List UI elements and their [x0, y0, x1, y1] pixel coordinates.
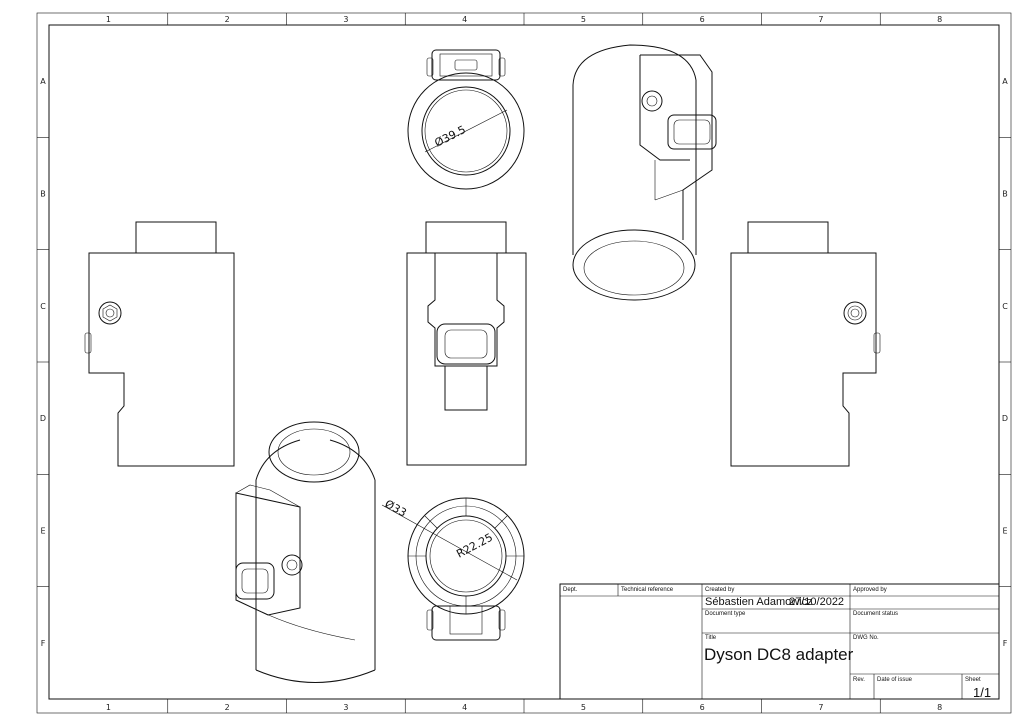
zone-col-label-bottom: 7 [818, 703, 823, 712]
title-label: Title [705, 635, 717, 641]
zone-col-label-top: 6 [700, 15, 705, 24]
zone-col-label-top: 4 [462, 15, 467, 24]
zone-col-label-top: 1 [106, 15, 111, 24]
zone-row-label-right: F [1003, 639, 1008, 648]
created-date-value: 27/10/2022 [789, 596, 845, 608]
zone-row-label-left: C [40, 302, 46, 311]
zone-row-label-left: A [40, 77, 46, 86]
zone-col-label-top: 7 [818, 15, 823, 24]
zone-col-label-bottom: 6 [700, 703, 705, 712]
dwg-no-label: DWG No. [853, 635, 879, 641]
right-view [730, 221, 881, 467]
iso-view-bottom [235, 421, 376, 683]
zone-col-label-bottom: 2 [225, 703, 230, 712]
document-type-label: Document type [705, 611, 746, 617]
zone-col-label-bottom: 3 [343, 703, 348, 712]
rev-label: Rev. [853, 677, 865, 683]
left-view [84, 221, 235, 467]
zone-col-label-top: 5 [581, 15, 586, 24]
sheet-value: 1/1 [973, 685, 992, 700]
zone-row-label-right: B [1002, 190, 1008, 199]
created-by-label: Created by [705, 587, 735, 593]
created-by-value: Sébastien Adamowicz [705, 596, 813, 608]
drawing-title: Dyson DC8 adapter [704, 645, 854, 664]
zone-row-label-left: D [40, 414, 46, 423]
zone-row-label-right: D [1002, 414, 1008, 423]
zone-col-label-top: 2 [225, 15, 230, 24]
zone-row-label-right: C [1002, 302, 1008, 311]
zone-col-label-top: 3 [343, 15, 348, 24]
top-diameter-label: Ø39.5 [432, 123, 467, 150]
document-status-label: Document status [853, 611, 899, 617]
front-view [406, 221, 527, 466]
technical-reference-label: Technical reference [621, 587, 674, 593]
outer-frame [36, 12, 1012, 714]
dept-label: Dept. [563, 587, 578, 593]
top-view: Ø39.5 [407, 49, 525, 190]
zone-col-label-bottom: 8 [937, 703, 942, 712]
title-block-grid [559, 583, 1000, 700]
zone-row-label-left: B [40, 190, 46, 199]
zone-row-label-right: A [1002, 77, 1008, 86]
zone-ticks [37, 13, 1011, 713]
approved-by-label: Approved by [853, 587, 887, 593]
zone-row-label-left: F [41, 639, 46, 648]
zone-row-label-right: E [1002, 527, 1007, 536]
zone-col-label-top: 8 [937, 15, 942, 24]
bottom-view: Ø33 R22.25 [381, 497, 525, 641]
sheet-label: Sheet [965, 677, 981, 683]
zone-col-label-bottom: 1 [106, 703, 111, 712]
zone-col-label-bottom: 5 [581, 703, 586, 712]
iso-view-top [572, 44, 717, 301]
bottom-diameter-label: Ø33 [383, 497, 409, 519]
zone-col-label-bottom: 4 [462, 703, 467, 712]
date-of-issue-label: Date of issue [877, 677, 913, 683]
zone-row-label-left: E [40, 527, 45, 536]
